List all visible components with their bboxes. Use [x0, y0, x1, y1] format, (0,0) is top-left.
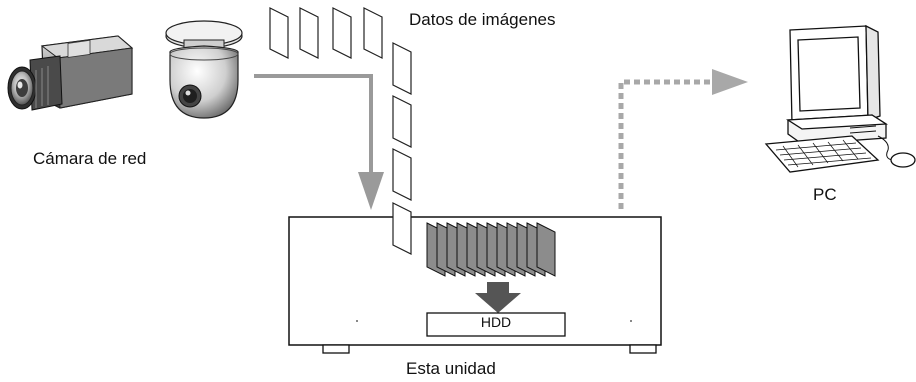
unit-label: Esta unidad: [406, 359, 496, 378]
image-data-frames: [269, 7, 383, 59]
image-frame-icon: [299, 7, 319, 59]
write-to-hdd-arrow: [475, 282, 521, 313]
image-data-column: [392, 42, 412, 201]
image-frame-icon: [392, 148, 412, 201]
camera-label: Cámara de red: [33, 149, 147, 168]
dome-camera-icon: [165, 20, 243, 119]
image-frame-icon: [392, 202, 412, 255]
pc-label: PC: [813, 185, 837, 204]
hdd-label: HDD: [480, 314, 512, 330]
camera-to-unit-arrow: [254, 74, 384, 210]
recorded-image-stack: [426, 222, 556, 277]
box-camera-icon: [7, 35, 134, 111]
image-frame-icon: [332, 7, 352, 59]
hard-disk-icon: [426, 312, 566, 337]
image-data-label: Datos de imágenes: [409, 10, 556, 29]
image-frame-icon: [363, 7, 383, 59]
image-frame-icon: [392, 95, 412, 148]
unit-to-pc-arrow: [618, 69, 748, 209]
desktop-computer-icon: [764, 24, 916, 173]
image-frame-icon: [269, 7, 289, 59]
image-frame-icon: [392, 42, 412, 95]
recorded-frame: [536, 222, 556, 277]
